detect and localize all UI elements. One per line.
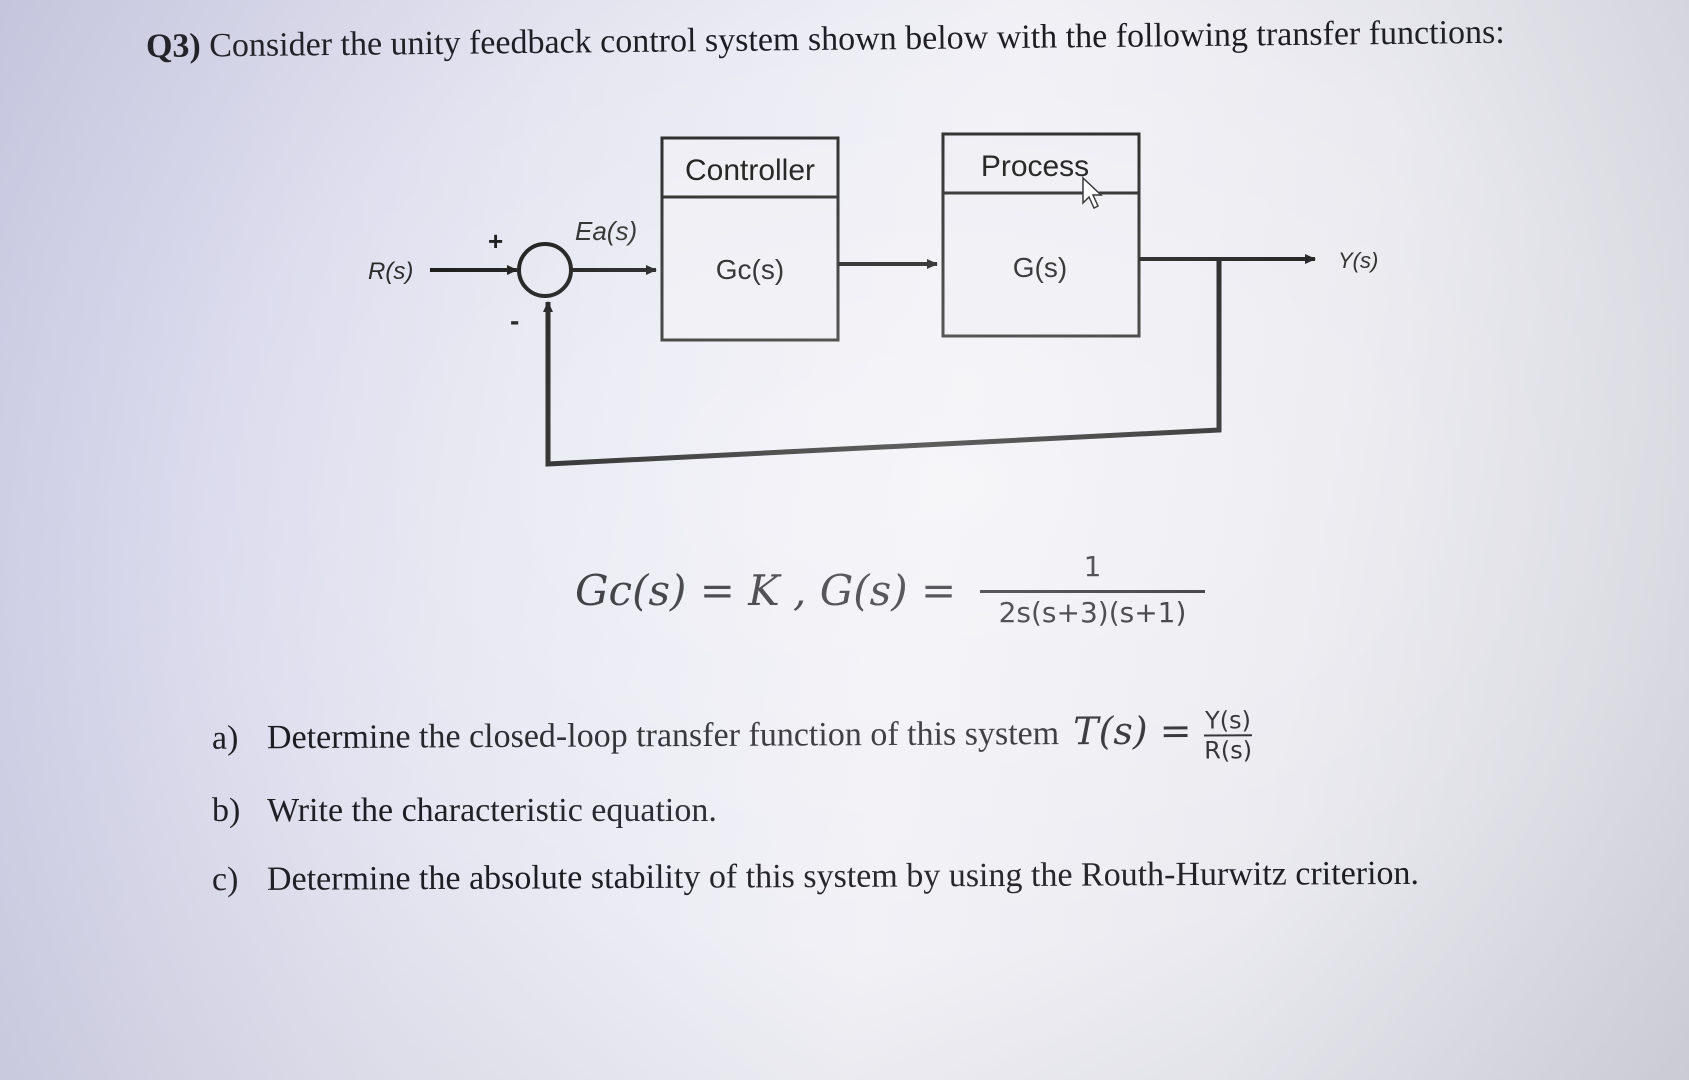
part-c-text: Determine the absolute stability of this… bbox=[266, 854, 1420, 898]
summing-junction bbox=[517, 242, 573, 298]
controller-block bbox=[660, 136, 840, 342]
part-a-tf-denominator: R(s) bbox=[1204, 736, 1253, 765]
part-a-mark: a) bbox=[211, 719, 239, 757]
fraction-bar bbox=[980, 590, 1205, 593]
part-b: b) Write the characteristic equation. bbox=[212, 792, 717, 830]
part-c-mark: c) bbox=[211, 861, 239, 899]
mouse-cursor-icon bbox=[1082, 176, 1103, 210]
part-a: a) Determine the closed-loop transfer fun… bbox=[212, 706, 1252, 769]
part-a-tf-lhs: T(s) = bbox=[1073, 708, 1192, 754]
error-label: Ea(s) bbox=[575, 216, 637, 246]
controller-tf: Gc(s) bbox=[716, 254, 784, 285]
part-a-tf-numerator: Y(s) bbox=[1204, 706, 1251, 735]
part-c: c) Determine the absolute stability of th… bbox=[212, 855, 1419, 899]
process-block bbox=[941, 132, 1141, 338]
formula-fraction: 1 2s(s+3)(s+1) bbox=[980, 550, 1205, 633]
formula-lhs: Gc(s) = K , G(s) = bbox=[575, 566, 957, 615]
part-a-text: Determine the closed-loop transfer funct… bbox=[266, 715, 1060, 757]
formula-numerator: 1 bbox=[1083, 550, 1102, 583]
controller-title: Controller bbox=[685, 154, 815, 187]
minus-sign: - bbox=[510, 305, 519, 336]
part-b-text: Write the characteristic equation. bbox=[267, 792, 717, 829]
transfer-function-formula: Gc(s) = K , G(s) = 1 2s(s+3)(s+1) bbox=[575, 550, 1255, 650]
feedback-path bbox=[545, 259, 1222, 467]
process-tf: G(s) bbox=[1013, 252, 1067, 283]
part-a-tf-fraction: Y(s) R(s) bbox=[1204, 706, 1253, 765]
plus-sign: + bbox=[488, 226, 503, 256]
formula-denominator: 2s(s+3)(s+1) bbox=[998, 596, 1187, 629]
process-title: Process bbox=[981, 150, 1089, 183]
part-b-mark: b) bbox=[212, 792, 241, 829]
input-label: R(s) bbox=[368, 258, 413, 285]
output-label: Y(s) bbox=[1338, 248, 1378, 273]
